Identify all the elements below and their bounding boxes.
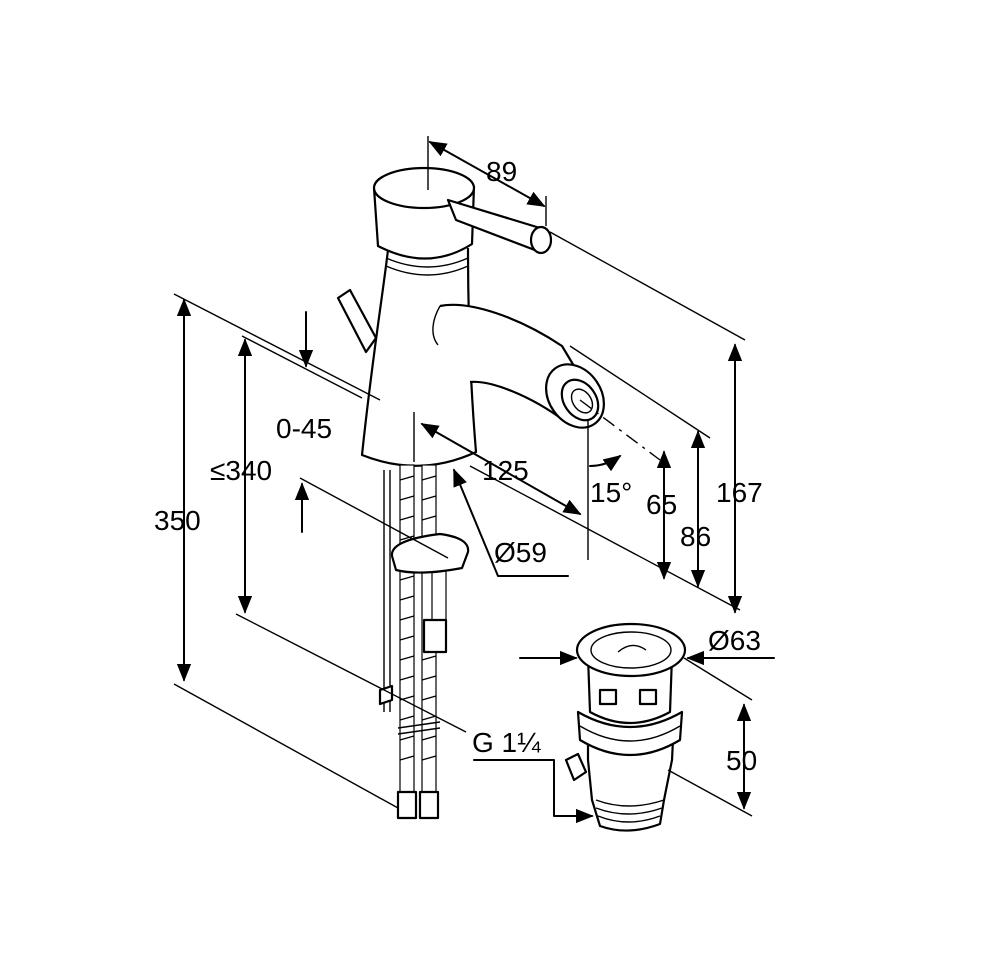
dim-89: 89 [486, 156, 517, 187]
dim-65: 65 [646, 489, 677, 520]
dimension-lines [173, 136, 775, 824]
dim-diameter-63: Ø63 [708, 625, 761, 656]
dim-350: 350 [154, 505, 201, 536]
dim-thread-g: G 1¼ [472, 727, 541, 758]
dimension-labels: 89 350 ≤340 0-45 125 15° 65 86 167 Ø59 Ø… [154, 156, 763, 776]
faucet-body [336, 166, 605, 467]
pop-up-lever [336, 288, 378, 354]
dim-diameter-59: Ø59 [494, 537, 547, 568]
faucet-main-body [360, 247, 478, 467]
hose-fitting-left [396, 790, 418, 820]
dim-15-degree: 15° [590, 477, 632, 508]
waste-valve [564, 622, 687, 832]
hoses-and-mounting [378, 464, 470, 820]
dim-0-45: 0-45 [276, 413, 332, 444]
mounting-plate [390, 532, 470, 574]
dim-86: 86 [680, 521, 711, 552]
hose-fitting-right [418, 790, 440, 820]
dim-125: 125 [482, 455, 529, 486]
dim-50: 50 [726, 745, 757, 776]
dim-340: ≤340 [210, 455, 272, 486]
dim-167: 167 [716, 477, 763, 508]
